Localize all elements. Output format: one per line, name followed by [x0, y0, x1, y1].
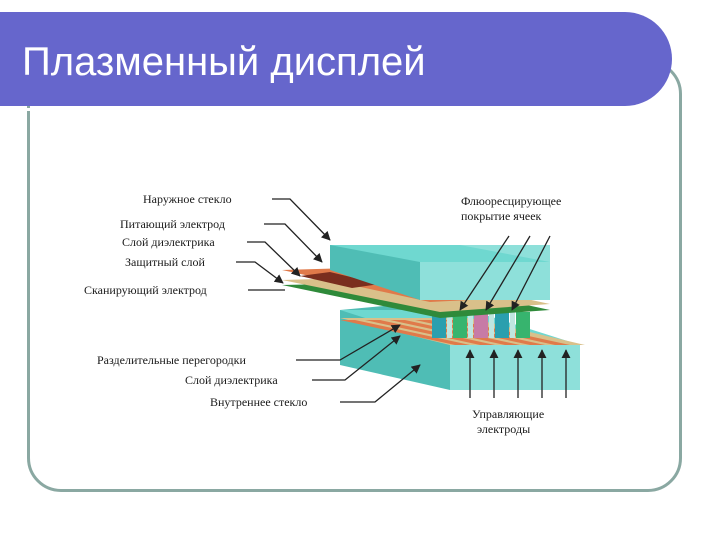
label-inner-glass: Внутреннее стекло	[210, 395, 307, 409]
label-dielectric-top: Слой диэлектрика	[122, 235, 215, 249]
label-phosphor-2: покрытие ячеек	[461, 209, 542, 223]
label-protective-layer: Защитный слой	[125, 255, 205, 269]
label-control-2: электроды	[477, 422, 530, 436]
label-outer-glass: Наружное стекло	[143, 192, 232, 206]
label-dielectric-bottom: Слой диэлектрика	[185, 373, 278, 387]
title-underline	[0, 108, 638, 111]
label-scanning-electrode: Сканирующий электрод	[84, 283, 207, 297]
title-bar: Плазменный дисплей	[0, 12, 672, 111]
phosphor-leaders	[459, 235, 551, 311]
label-control-1: Управляющие	[472, 407, 544, 421]
leader-lines	[236, 198, 421, 403]
label-supply-electrode: Питающий электрод	[120, 217, 225, 231]
label-barrier-ribs: Разделительные перегородки	[97, 353, 246, 367]
label-phosphor-1: Флюоресцирующее	[461, 194, 561, 208]
slide-title: Плазменный дисплей	[22, 40, 426, 84]
control-arrows	[465, 349, 571, 398]
phosphor-cells	[432, 312, 530, 338]
